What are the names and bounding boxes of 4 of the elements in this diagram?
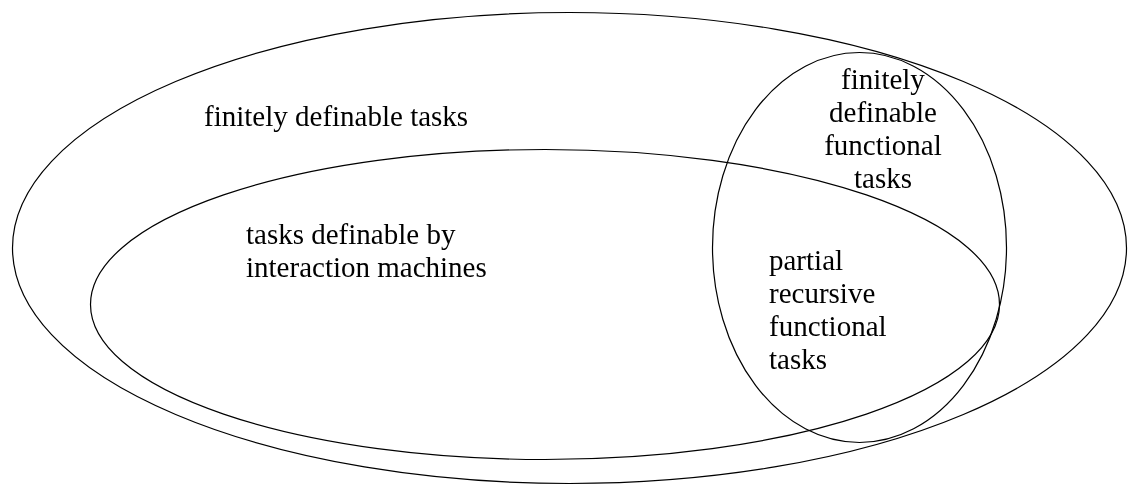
set-label: finitely definable tasks: [204, 100, 470, 133]
region-label: partial recursive functional tasks: [769, 244, 888, 376]
set-label: finitely definable functional tasks: [823, 63, 943, 195]
set-label: tasks definable by interaction machines: [246, 218, 488, 284]
